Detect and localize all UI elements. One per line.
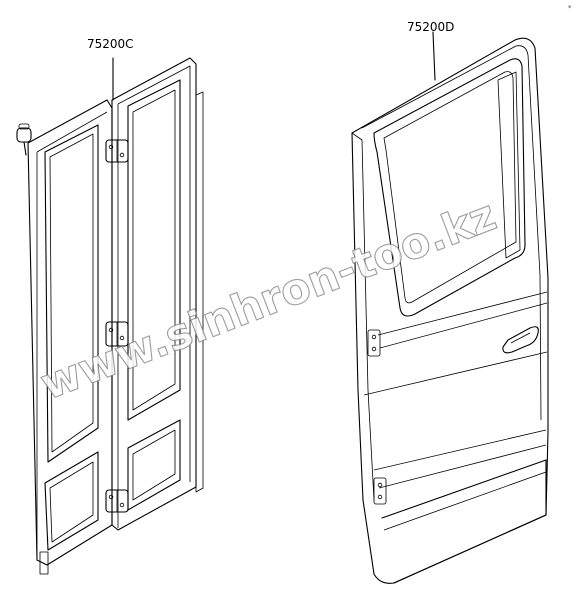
upper-hinge-icon <box>105 139 129 163</box>
front-latch-lower-icon <box>373 477 387 505</box>
right-leaf-upper-panel <box>127 79 181 421</box>
left-part-code-label: 75200C <box>87 37 134 51</box>
sliding-door-rub-strip <box>381 459 547 584</box>
right-part-leader-line <box>432 31 436 81</box>
left-door-leaf <box>27 99 113 566</box>
sliding-side-door <box>351 31 549 584</box>
corner-mark: * <box>568 4 572 12</box>
double-barn-door-assembly <box>16 57 204 575</box>
door-rear-strip <box>195 91 204 493</box>
right-part-code-label: 75200D <box>407 20 454 34</box>
right-leaf-lower-panel <box>127 419 181 511</box>
door-bolt-icon <box>16 123 32 156</box>
middle-hinge-icon <box>105 321 129 347</box>
right-leaf-inner-edge <box>117 65 191 482</box>
right-door-leaf <box>111 57 197 531</box>
door-handle-icon <box>502 326 539 354</box>
door-foot <box>39 551 49 575</box>
sliding-door-window <box>373 58 526 317</box>
left-leaf-lower-panel <box>44 451 99 551</box>
lower-hinge-icon <box>105 489 129 513</box>
left-leaf-inner-edge <box>36 111 108 153</box>
front-latch-upper-icon <box>367 329 381 357</box>
watermark-text: www.sinhron-too.kz <box>34 190 503 410</box>
left-leaf-upper-panel <box>44 124 99 463</box>
